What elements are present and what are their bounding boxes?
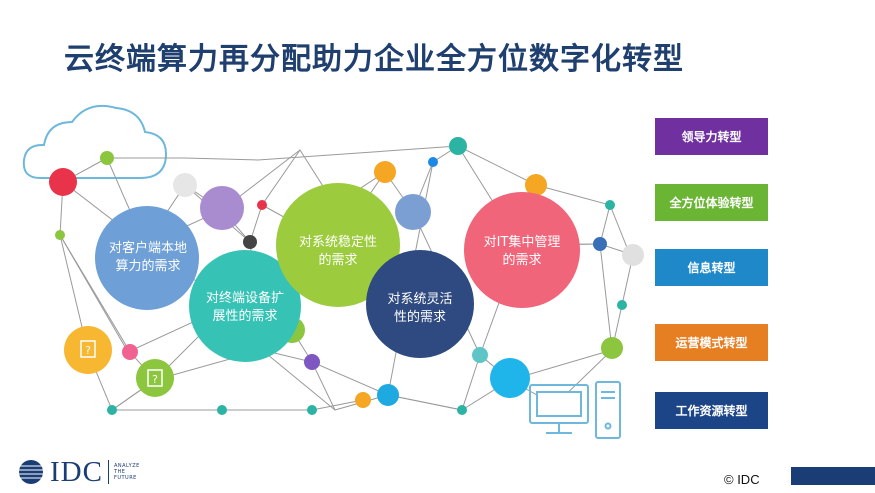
- placeholder-image-green: ?: [136, 359, 174, 397]
- node-teal-top: [449, 137, 467, 155]
- node-teal-right2: [617, 300, 627, 310]
- node-teal-mid: [472, 347, 488, 363]
- node-gray-right: [622, 244, 644, 266]
- node-red-left: [49, 168, 77, 196]
- copyright: © IDC: [724, 472, 760, 487]
- bubble-client-compute: [95, 206, 199, 310]
- idc-tagline: ANALYZE THE FUTURE: [113, 463, 140, 481]
- placeholder-glyph: ?: [85, 344, 91, 357]
- node-orange-right: [525, 174, 547, 196]
- node-blue-mid: [395, 194, 431, 230]
- node-green-top: [100, 151, 114, 165]
- node-blue-bottom: [377, 384, 399, 406]
- node-blue-right: [593, 237, 607, 251]
- node-pink-small: [122, 344, 138, 360]
- node-gray-top: [173, 173, 197, 197]
- node-orange-top: [374, 161, 396, 183]
- transform-workresources: 工作资源转型: [655, 392, 768, 429]
- bubble-terminal-expand: [189, 250, 301, 362]
- node-teal-bottom1: [107, 405, 117, 415]
- node-teal-right: [605, 200, 615, 210]
- node-orange-bottom: [355, 392, 371, 408]
- node-green-right: [601, 337, 623, 359]
- transform-experience: 全方位体验转型: [655, 184, 768, 221]
- node-teal-bottom2: [217, 405, 227, 415]
- node-purple: [200, 186, 244, 230]
- node-teal-bottom4: [457, 405, 467, 415]
- globe-icon: [19, 460, 43, 484]
- bubble-label-client: 对客户端本地算力的需求: [108, 241, 187, 274]
- idc-logo-text: IDC: [50, 455, 103, 488]
- bubble-label-stability: 对系统稳定性的需求: [298, 235, 377, 268]
- bubble-system-stability: [276, 183, 400, 307]
- node-blue-tiny: [428, 157, 438, 167]
- node-green-bright: [55, 230, 65, 240]
- bubble-label-it: 对IT集中管理的需求: [483, 235, 561, 268]
- bubble-system-flexibility: [366, 250, 474, 358]
- computer-icon: [529, 381, 621, 439]
- placeholder-glyph: ?: [152, 373, 158, 386]
- node-dark-small: [243, 235, 257, 249]
- node-purple-small: [304, 354, 320, 370]
- bubble-label-terminal: 对终端设备扩展性的需求: [205, 291, 284, 324]
- idc-logo: IDC ANALYZE THE FUTURE: [18, 455, 140, 488]
- cloud-icon: [22, 104, 168, 179]
- bubble-it-management: [464, 192, 580, 308]
- bubble-label-flexibility: 对系统灵活性的需求: [387, 292, 453, 325]
- page-title: 云终端算力再分配助力企业全方位数字化转型: [64, 42, 684, 77]
- node-cyan-big: [490, 358, 530, 398]
- placeholder-image-orange: ?: [64, 326, 112, 374]
- corner-accent-bar: [791, 467, 875, 485]
- transform-information: 信息转型: [655, 249, 768, 286]
- node-red-small: [257, 200, 267, 210]
- transform-operations: 运营模式转型: [655, 324, 768, 361]
- node-teal-bottom3: [307, 405, 317, 415]
- transform-leadership: 领导力转型: [655, 118, 768, 155]
